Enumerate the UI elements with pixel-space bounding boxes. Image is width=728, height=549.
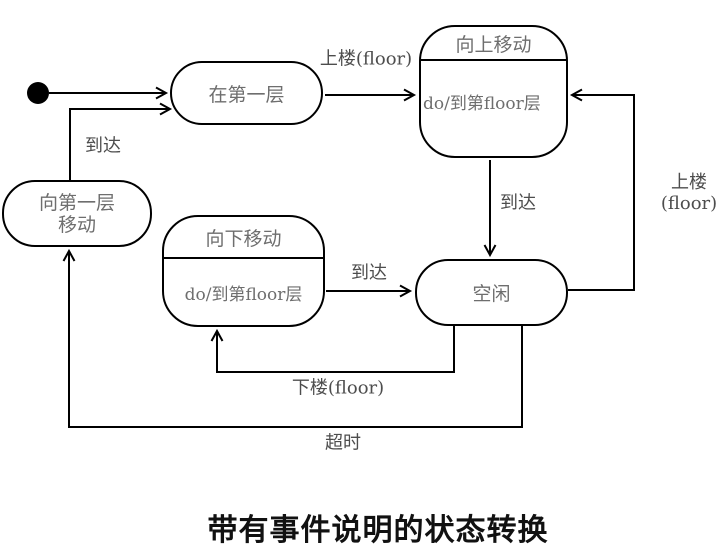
state-moving-down-title: 向下移动 — [205, 227, 282, 250]
state-moving-down-divider — [164, 257, 323, 259]
state-idle: 空闲 — [415, 259, 568, 326]
transition-downfloor-idle-to-movingdown — [210, 326, 455, 373]
transition-upfloor-idle-to-movingup — [568, 88, 635, 291]
state-idle-label: 空闲 — [472, 283, 511, 305]
label-timeout: 超时 — [325, 432, 361, 454]
transition-arrive-to-first-floor — [69, 102, 173, 180]
diagram-caption: 带有事件说明的状态转换 — [207, 513, 549, 548]
label-upfloor-right-line2: (floor) — [660, 193, 718, 214]
state-moving-up-title: 向上移动 — [455, 33, 532, 56]
state-moving-to-first-floor-label-line1: 向第一层 — [38, 191, 115, 214]
state-moving-up: 向上移动 do/到第floor层 — [419, 25, 568, 158]
state-moving-to-first-floor: 向第一层 移动 — [2, 180, 152, 247]
state-moving-to-first-floor-label-line2: 移动 — [57, 213, 96, 236]
state-on-first-floor-label: 在第一层 — [208, 83, 285, 106]
state-moving-down: 向下移动 do/到第floor层 — [162, 215, 325, 327]
label-arrive-left: 到达 — [85, 135, 121, 157]
label-downfloor: 下楼(floor) — [291, 377, 385, 399]
initial-state-dot — [27, 82, 49, 104]
label-upfloor-right: 上楼 (floor) — [661, 172, 717, 214]
label-upfloor-top: 上楼(floor) — [319, 48, 413, 70]
state-on-first-floor: 在第一层 — [170, 61, 323, 125]
state-moving-up-activity: do/到第floor层 — [423, 94, 541, 114]
label-arrive-bottom: 到达 — [351, 262, 387, 284]
state-moving-up-divider — [421, 59, 566, 61]
label-arrive-mid: 到达 — [500, 192, 536, 214]
state-moving-down-activity: do/到第floor层 — [184, 284, 303, 305]
transition-timeout-idle-to-movingfirst — [62, 248, 523, 428]
label-upfloor-right-line1: 上楼 — [671, 172, 707, 193]
